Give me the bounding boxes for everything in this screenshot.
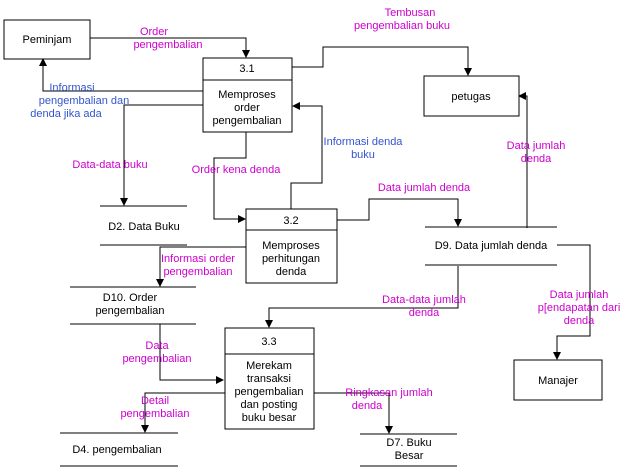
- store-d9-label: D9. Data jumlah denda: [435, 240, 548, 252]
- flow-informasi-denda-buku: [290, 102, 323, 209]
- label-data-jumlah-denda-petugas: Data jumlah denda: [507, 140, 566, 165]
- process-3-3-id: 3.3: [261, 336, 276, 348]
- label-data-jumlah-pendapatan: Data jumlah p[endapatan dari denda: [538, 289, 621, 327]
- process-3-3-line: Merekam: [246, 360, 292, 372]
- flow-data-jumlah-pendapatan: [553, 244, 591, 360]
- flow-label-line: Order: [140, 26, 168, 38]
- process-3-1-line: order: [234, 102, 260, 114]
- entity-peminjam: Peminjam: [3, 19, 91, 60]
- flow-label-line: Data jumlah denda: [378, 182, 471, 194]
- process-3-1: 3.1 Memproses order pengembalian: [202, 57, 293, 133]
- flow-label-line: pengembalian: [120, 408, 189, 420]
- process-3-3-line: transaksi: [247, 373, 291, 385]
- process-3-2: 3.2 Memproses perhitungan denda: [245, 208, 338, 284]
- flow-data-data-jumlah-denda: [265, 266, 459, 328]
- process-3-1-line: Memproses: [218, 89, 276, 101]
- flow-label-line: Data-data buku: [72, 159, 147, 171]
- process-3-3-line: buku besar: [242, 412, 297, 424]
- flow-label-line: denda: [564, 315, 595, 327]
- flow-informasi-pengembalian: [39, 58, 203, 92]
- label-detail-pengembalian: Detail pengembalian: [120, 395, 189, 420]
- entity-manajer-label: Manajer: [538, 375, 578, 387]
- flow-order-pengembalian: [90, 37, 250, 58]
- flow-data-jumlah-denda-petugas: [518, 92, 528, 228]
- flow-label-line: Tembusan: [385, 7, 436, 19]
- process-3-2-line: perhitungan: [262, 253, 320, 265]
- process-3-1-id: 3.1: [239, 63, 254, 75]
- entity-manajer: Manajer: [513, 359, 603, 401]
- flow-label-line: Informasi: [49, 82, 94, 94]
- flow-order-kena-denda: [213, 132, 247, 223]
- process-3-2-line: denda: [276, 266, 307, 278]
- entity-petugas: petugas: [423, 75, 520, 117]
- flow-data-data-buku: [120, 104, 203, 206]
- flow-tembusan: [292, 46, 472, 76]
- label-order-kena-denda: Order kena denda: [192, 164, 282, 176]
- flow-label-line: buku: [351, 149, 375, 161]
- store-d10: D10. Order pengembalian: [70, 286, 196, 325]
- flow-label-line: Data: [145, 340, 169, 352]
- label-data-data-buku: Data-data buku: [72, 159, 147, 171]
- flow-data-pengembalian: [159, 324, 224, 384]
- label-data-pengembalian: Data pengembalian: [122, 340, 191, 365]
- store-d10-label: D10. Order: [103, 292, 158, 304]
- process-3-3-line: dan posting: [241, 399, 298, 411]
- entity-petugas-label: petugas: [451, 91, 491, 103]
- flow-label-line: denda: [521, 153, 552, 165]
- store-d10-label: pengembalian: [95, 305, 164, 317]
- flow-informasi-order-pengembalian: [156, 246, 246, 287]
- flow-label-line: Data jumlah: [507, 140, 566, 152]
- flow-label-line: pengembalian: [133, 39, 202, 51]
- flow-label-line: pengembalian: [163, 266, 232, 278]
- flow-label-line: denda: [409, 307, 440, 319]
- process-3-1-line: pengembalian: [212, 115, 281, 127]
- flow-label-line: Data jumlah: [550, 289, 609, 301]
- flow-label-line: pengembalian: [122, 353, 191, 365]
- store-d9: D9. Data jumlah denda: [425, 226, 557, 266]
- store-d7-label: Besar: [395, 450, 424, 462]
- store-d2-label: D2. Data Buku: [108, 221, 180, 233]
- label-data-jumlah-denda-top: Data jumlah denda: [378, 182, 471, 194]
- flow-label-line: Order kena denda: [192, 164, 282, 176]
- label-ringkasan-jumlah-denda: Ringkasan jumlah denda: [345, 387, 432, 412]
- flow-label-line: Data-data jumlah: [382, 294, 466, 306]
- flow-ringkasan-jumlah-denda: [314, 392, 393, 434]
- flow-detail-pengembalian: [141, 392, 225, 433]
- flow-label-line: denda jika ada: [30, 108, 102, 120]
- flow-data-jumlah-denda-d9: [337, 198, 462, 227]
- flow-label-line: p[endapatan dari: [538, 302, 621, 314]
- flow-label-line: Informasi order: [161, 253, 235, 265]
- process-3-2-line: Memproses: [262, 240, 320, 252]
- flow-label-line: pengembalian dan: [39, 95, 130, 107]
- label-informasi-pengembalian: Informasi pengembalian dan denda jika ad…: [30, 82, 129, 120]
- process-3-3: 3.3 Merekam transaksi pengembalian dan p…: [224, 327, 315, 430]
- flow-label-line: Ringkasan jumlah: [345, 387, 432, 399]
- flow-label-line: denda: [352, 400, 383, 412]
- label-order-pengembalian: Order pengembalian: [133, 26, 202, 51]
- store-d4: D4. pengembalian: [60, 432, 178, 467]
- store-d4-label: D4. pengembalian: [72, 444, 161, 456]
- store-d7: D7. Buku Besar: [360, 433, 457, 467]
- label-informasi-order-pengembalian: Informasi order pengembalian: [161, 253, 235, 278]
- store-d2: D2. Data Buku: [100, 205, 187, 246]
- store-d7-label: D7. Buku: [386, 437, 431, 449]
- entity-peminjam-label: Peminjam: [23, 34, 72, 46]
- label-data-data-jumlah-denda: Data-data jumlah denda: [382, 294, 466, 319]
- flow-label-line: Detail: [141, 395, 169, 407]
- label-informasi-denda-buku: Informasi denda buku: [324, 136, 404, 161]
- label-tembusan: Tembusan pengembalian buku: [354, 7, 450, 32]
- flow-label-line: pengembalian buku: [354, 20, 450, 32]
- process-3-2-id: 3.2: [283, 215, 298, 227]
- flow-label-line: Informasi denda: [324, 136, 404, 148]
- process-3-3-line: pengembalian: [234, 386, 303, 398]
